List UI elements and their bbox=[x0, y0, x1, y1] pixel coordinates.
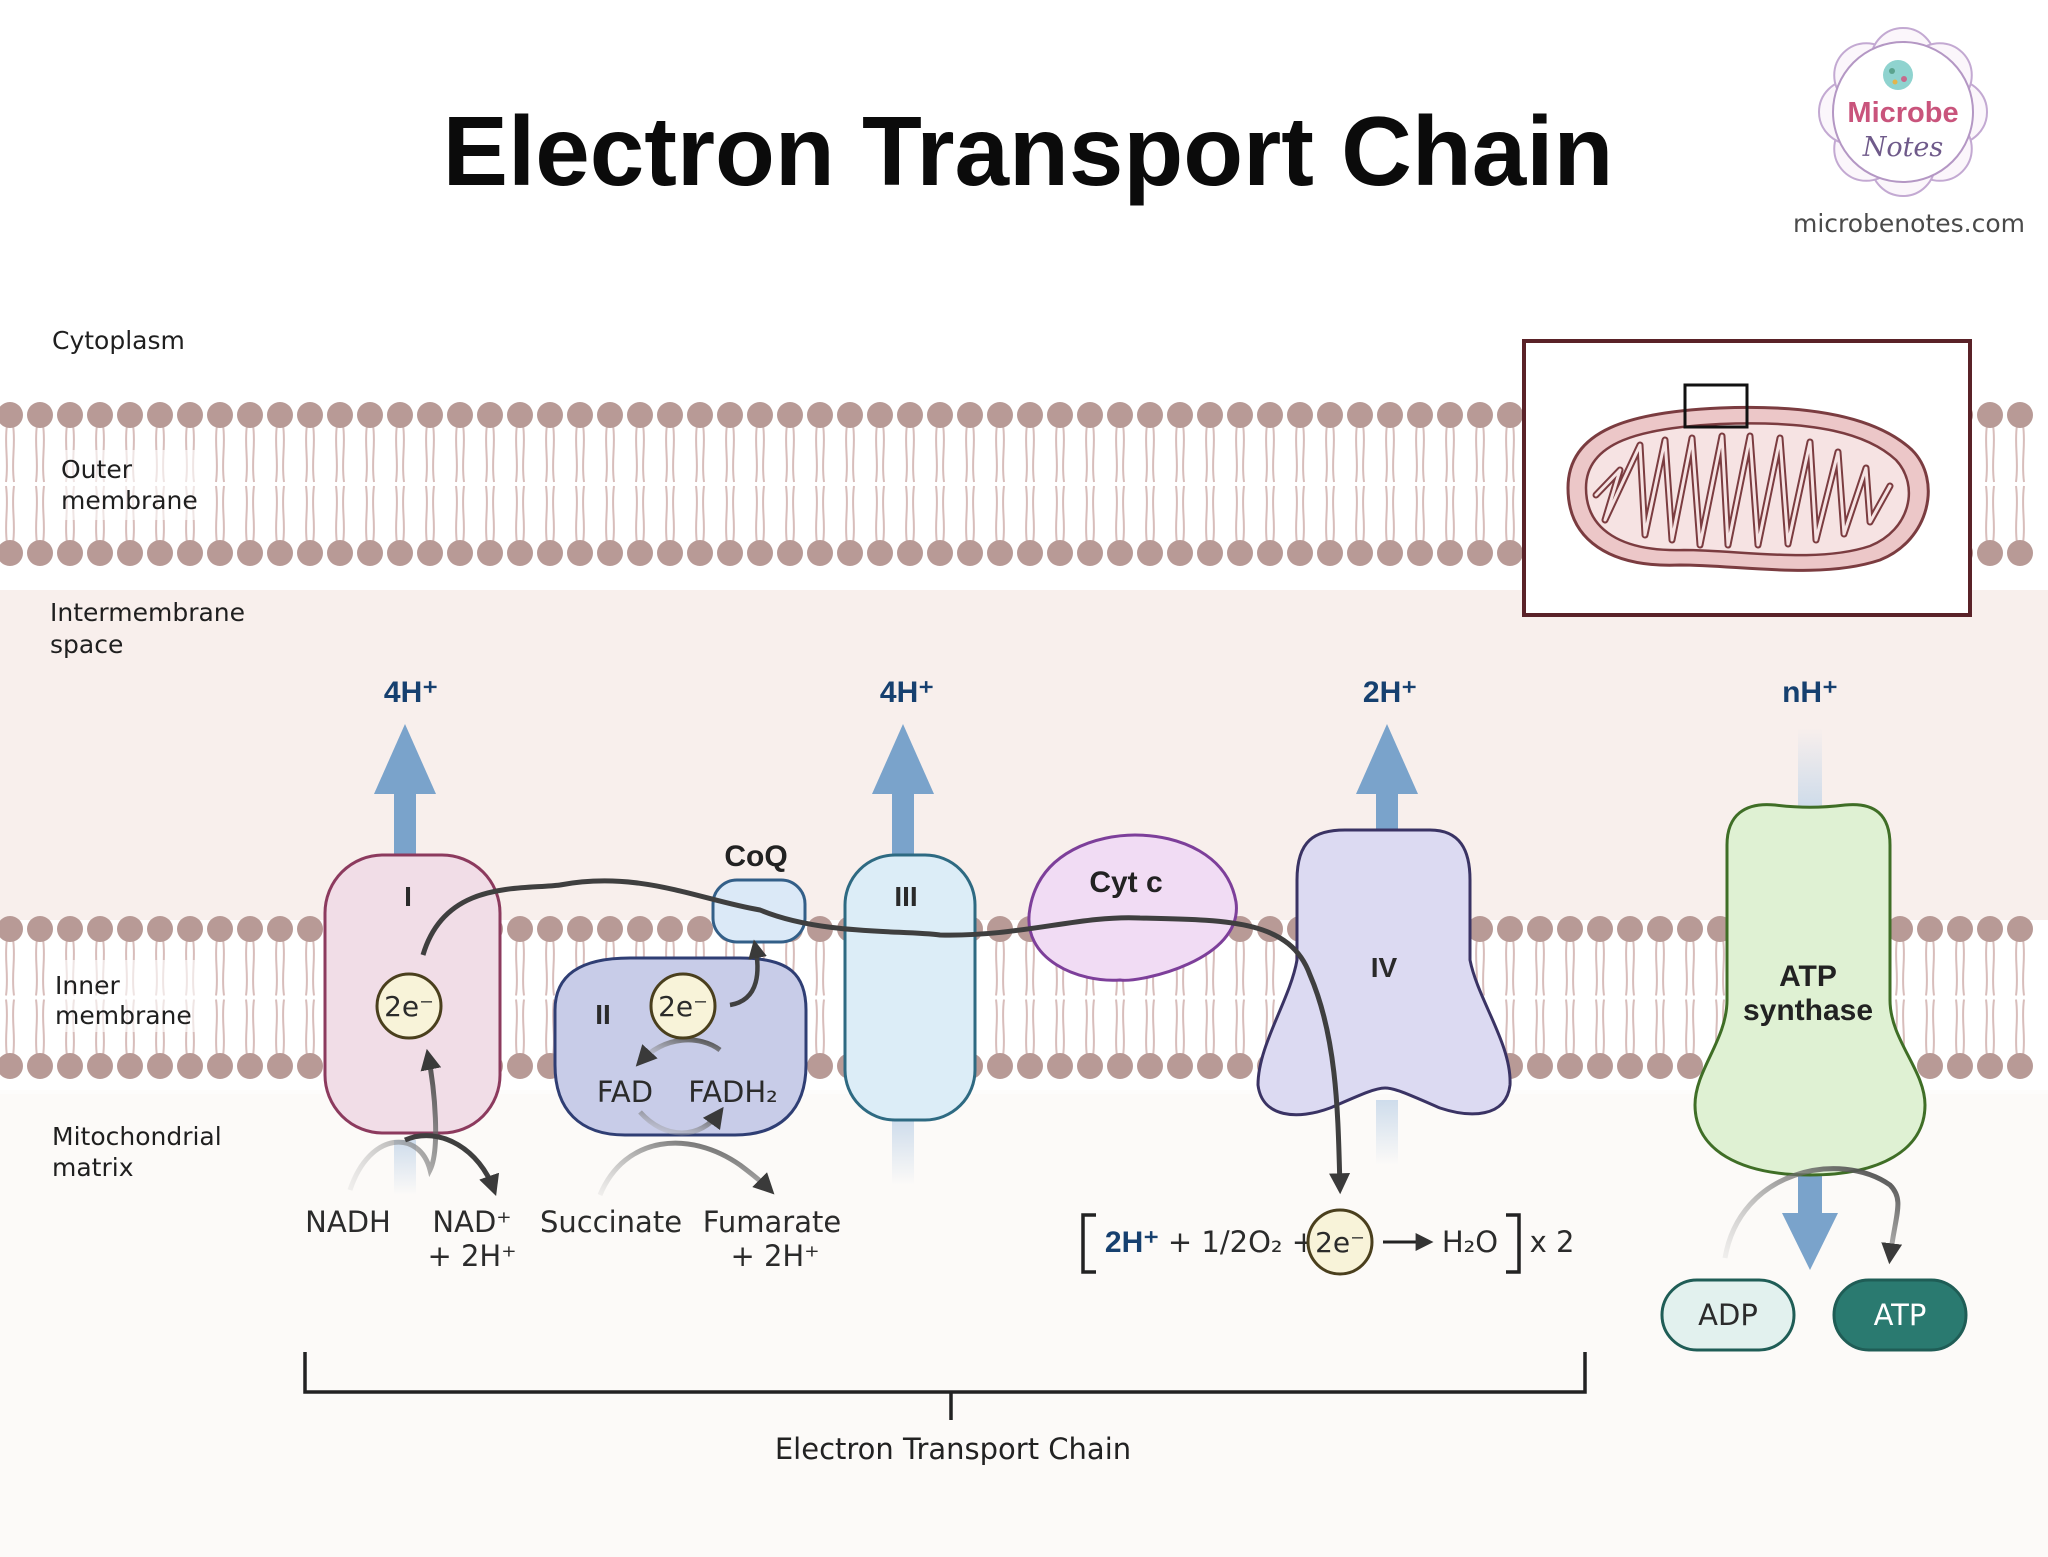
proton-label-complex-I: 4H⁺ bbox=[384, 676, 438, 709]
page-title: Electron Transport Chain bbox=[443, 96, 1614, 206]
label-inner-membrane-1: Inner bbox=[55, 971, 120, 1000]
svg-text:ADP: ADP bbox=[1698, 1298, 1758, 1332]
svg-text:ATP: ATP bbox=[1874, 1298, 1927, 1332]
website-label: microbenotes.com bbox=[1793, 209, 2025, 238]
fad-label: FAD bbox=[597, 1075, 653, 1109]
proton-arrow-atp-synthase bbox=[1782, 728, 1838, 1270]
label-matrix-2: matrix bbox=[52, 1153, 134, 1182]
atp-pill: ATP bbox=[1832, 1278, 1968, 1352]
complex-IV: IV bbox=[1256, 828, 1512, 1117]
fumarate-protons-label: + 2H⁺ bbox=[730, 1239, 819, 1273]
water-multiplier-label: x 2 bbox=[1530, 1225, 1575, 1259]
nad-protons-label: + 2H⁺ bbox=[427, 1239, 516, 1273]
fadh2-label: FADH₂ bbox=[688, 1075, 778, 1109]
nadh-label: NADH bbox=[305, 1205, 391, 1239]
label-intermembrane-1: Intermembrane bbox=[50, 598, 245, 627]
proton-label-complex-IV: 2H⁺ bbox=[1363, 676, 1417, 709]
mitochondrion-inset bbox=[1522, 339, 1972, 617]
electron-complex-IV bbox=[1306, 1208, 1374, 1276]
complex-IV-label: IV bbox=[1371, 952, 1398, 983]
label-cytoplasm: Cytoplasm bbox=[52, 326, 185, 355]
svg-text:Notes: Notes bbox=[1862, 132, 1944, 163]
svg-text:2e⁻: 2e⁻ bbox=[1315, 1226, 1365, 1259]
proton-label-atp-synthase: nH⁺ bbox=[1782, 676, 1838, 709]
electron-complex-I: 2e⁻ bbox=[375, 972, 443, 1040]
complex-III-label: III bbox=[894, 881, 917, 912]
adp-pill: ADP bbox=[1660, 1278, 1796, 1352]
label-matrix-1: Mitochondrial bbox=[52, 1122, 222, 1151]
adp-to-atp-arrow bbox=[1722, 1166, 1903, 1265]
intermembrane-space-band bbox=[0, 590, 2048, 920]
proton-label-complex-III: 4H⁺ bbox=[880, 676, 934, 709]
svg-text:2e⁻: 2e⁻ bbox=[384, 990, 434, 1023]
complex-II-label: II bbox=[595, 999, 611, 1030]
water-product-label: H₂O bbox=[1442, 1225, 1498, 1259]
electron-complex-II: 2e⁻ bbox=[649, 972, 717, 1040]
proton-arrow-complex-IV bbox=[1356, 724, 1418, 1165]
fadh2-to-fad-arrow bbox=[635, 1037, 722, 1067]
electron-to-coq-arrow bbox=[729, 939, 767, 1008]
coq-label: CoQ bbox=[724, 840, 787, 873]
microbe-notes-logo: Microbe Notes bbox=[1818, 27, 1988, 197]
etc-bracket: Electron Transport Chain bbox=[303, 1352, 1587, 1466]
proton-arrow-complex-I bbox=[374, 724, 436, 1195]
atp-synthase: ATP synthase bbox=[1693, 803, 1927, 1177]
cytc-label: Cyt c bbox=[1089, 866, 1162, 899]
label-intermembrane-2: space bbox=[50, 630, 123, 659]
nadh-to-complex-I-arrow bbox=[347, 1048, 442, 1191]
water-reaction: 2H⁺ + 1/2O₂ + 2e⁻ H₂O x 2 bbox=[1081, 1208, 1575, 1276]
etc-bracket-label: Electron Transport Chain bbox=[775, 1432, 1131, 1466]
water-reaction-protons: 2H⁺ bbox=[1105, 1226, 1159, 1259]
label-outer-membrane-2: membrane bbox=[61, 486, 198, 515]
fad-to-fadh2-arrow bbox=[638, 1106, 724, 1136]
complex-I-label: I bbox=[404, 881, 412, 912]
cytochrome-c: Cyt c bbox=[1027, 833, 1238, 982]
proton-arrow-complex-III bbox=[872, 724, 934, 1185]
atp-synthase-label-1: ATP bbox=[1779, 960, 1837, 993]
water-reaction-oxygen: + 1/2O₂ + bbox=[1168, 1225, 1316, 1259]
succinate-label: Succinate bbox=[540, 1205, 682, 1239]
svg-text:2e⁻: 2e⁻ bbox=[658, 990, 708, 1023]
svg-text:Microbe: Microbe bbox=[1847, 97, 1958, 129]
label-outer-membrane-1: Outer bbox=[61, 455, 133, 484]
electron-path-arrow bbox=[420, 878, 1351, 1195]
fumarate-label: Fumarate bbox=[703, 1205, 841, 1239]
nad-plus-label: NAD⁺ bbox=[432, 1205, 511, 1239]
label-inner-membrane-2: membrane bbox=[55, 1001, 192, 1030]
succinate-to-fumarate-arrow bbox=[597, 1140, 775, 1196]
complex-I-to-nad-arrow bbox=[404, 1133, 500, 1196]
complex-III: III bbox=[843, 853, 977, 1122]
atp-synthase-label-2: synthase bbox=[1743, 994, 1873, 1027]
